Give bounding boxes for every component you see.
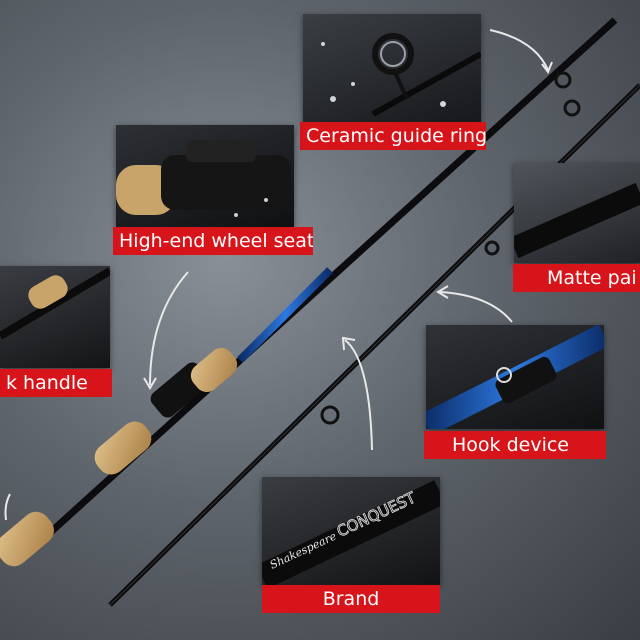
wheel-seat-label: High-end wheel seat	[113, 227, 313, 255]
hook-device-panel	[426, 325, 604, 429]
cork-handle-label: k handle	[0, 369, 112, 397]
hook-keeper-closeup	[426, 325, 604, 429]
brand-label: Brand	[262, 585, 440, 613]
rod-blue-section	[237, 267, 333, 363]
cork-handle-panel	[0, 266, 110, 368]
hook-device-label: Hook device	[424, 431, 606, 459]
arrow-icon	[344, 339, 373, 451]
brand-closeup: Shakespeare CONQUEST	[262, 480, 440, 585]
arrow-icon	[149, 271, 189, 386]
matte-paint-label: Matte pai	[513, 264, 640, 292]
wheel-seat-closeup	[116, 140, 291, 217]
arrow-icon	[439, 291, 513, 323]
ceramic-guide-ring-label: Ceramic guide ring	[300, 122, 486, 150]
arrow-icon	[489, 29, 549, 71]
matte-paint-panel	[514, 163, 640, 263]
ceramic-guide-ring-panel	[303, 14, 481, 124]
cork-grip-lower	[0, 511, 54, 567]
arrow-icon	[4, 493, 11, 521]
guide-ring-closeup	[321, 33, 481, 117]
guide-ring	[484, 240, 500, 256]
cork-grip-middle	[94, 421, 152, 475]
cork-grip-upper	[190, 347, 238, 393]
brand-panel: Shakespeare CONQUEST	[262, 477, 440, 585]
cork-handle-closeup	[0, 267, 110, 340]
guide-ring	[563, 99, 581, 117]
guide-ring	[320, 405, 340, 425]
wheel-seat-panel	[116, 125, 294, 227]
matte-blank-closeup	[514, 182, 640, 259]
guide-ring	[554, 71, 572, 89]
